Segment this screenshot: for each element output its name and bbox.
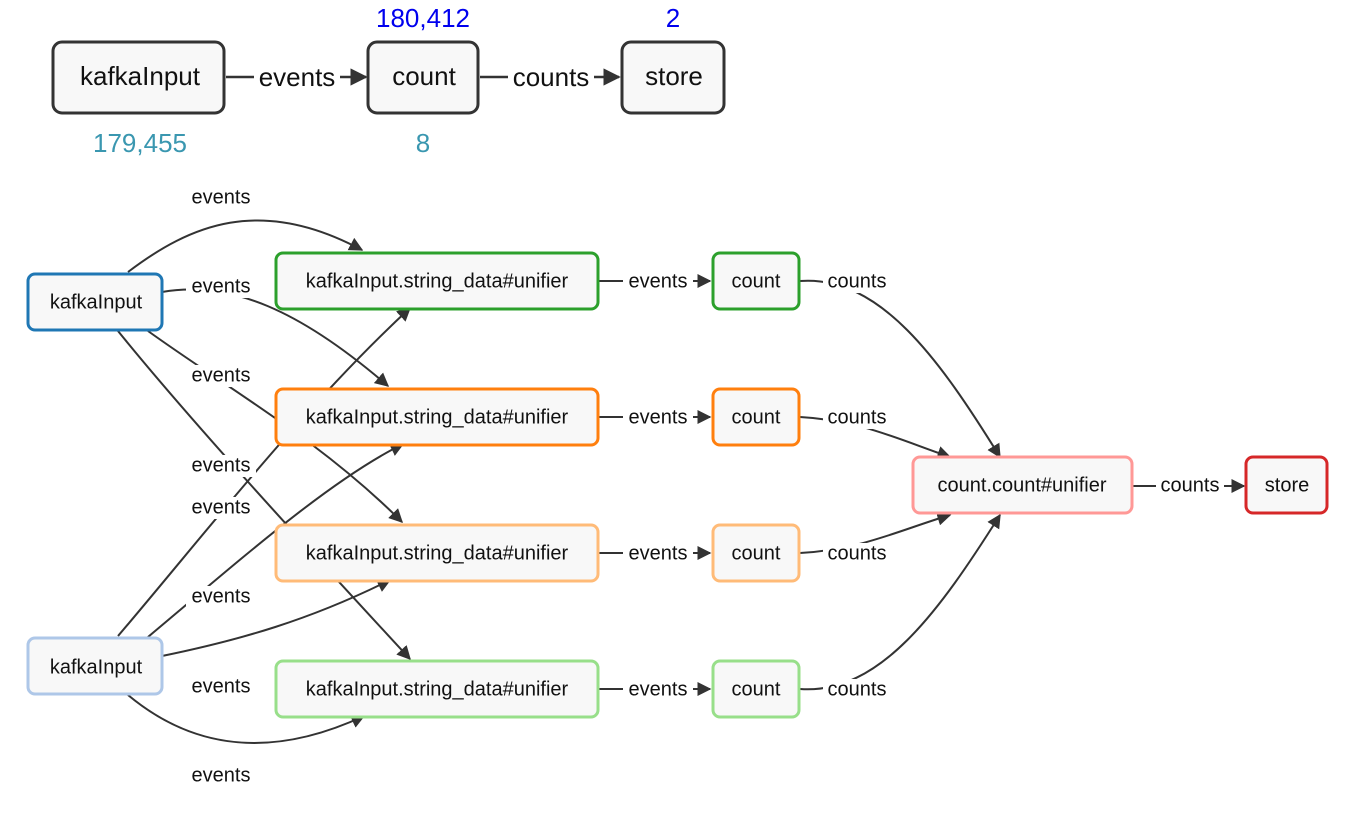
edge-c3-cu — [799, 511, 952, 554]
physical-plan: events events events events events event… — [26, 186, 1329, 787]
edge-label: counts — [828, 542, 887, 564]
merge-edge-labels: counts counts counts counts counts — [823, 270, 1224, 701]
logical-node-label: kafkaInput — [80, 61, 201, 91]
edge-label: events — [192, 454, 251, 476]
node-count-1[interactable]: count — [711, 251, 801, 311]
edge-label: events — [192, 496, 251, 518]
node-kafkainput-2[interactable]: kafkaInput — [26, 636, 164, 696]
node-label: store — [1265, 474, 1309, 496]
row-edges — [599, 274, 712, 696]
node-label: count — [732, 270, 781, 292]
counter-store-input: 2 — [666, 3, 680, 33]
edge-label: events — [629, 406, 688, 428]
edge-c4-cu — [799, 513, 1001, 691]
edge-label: events — [192, 675, 251, 697]
physical-nodes: kafkaInput kafkaInput kafkaInput.string_… — [26, 251, 1329, 719]
node-label: kafkaInput — [50, 291, 143, 313]
logical-node-label: store — [645, 61, 703, 91]
logical-node-kafkainput[interactable]: kafkaInput — [51, 40, 226, 115]
logical-node-count[interactable]: count — [366, 40, 480, 115]
node-kafkainput-1[interactable]: kafkaInput — [26, 272, 164, 332]
node-label: count.count#unifier — [937, 474, 1106, 496]
edge-label: events — [192, 364, 251, 386]
row-edge-labels: events events events events — [623, 270, 693, 701]
node-label: count — [732, 678, 781, 700]
edge-label: events — [192, 585, 251, 607]
node-unifier-1[interactable]: kafkaInput.string_data#unifier — [274, 251, 600, 311]
fanout-edge-labels: events events events events events event… — [186, 186, 256, 787]
node-store[interactable]: store — [1244, 455, 1329, 515]
edge-label: events — [192, 186, 251, 208]
edge-k1-u1 — [127, 219, 364, 273]
logical-node-store[interactable]: store — [620, 40, 726, 115]
edge-label: counts — [828, 678, 887, 700]
counter-count-input: 180,412 — [376, 3, 470, 33]
node-unifier-3[interactable]: kafkaInput.string_data#unifier — [274, 523, 600, 583]
edge-c1-cu — [799, 279, 1001, 459]
logical-node-label: count — [392, 61, 456, 91]
counter-count-output: 8 — [416, 128, 430, 158]
node-unifier-4[interactable]: kafkaInput.string_data#unifier — [274, 659, 600, 719]
counter-kafka-output: 179,455 — [93, 128, 187, 158]
node-count-3[interactable]: count — [711, 523, 801, 583]
logical-edge-label-counts: counts — [513, 62, 590, 92]
edge-k1-u4 — [117, 330, 411, 661]
edge-label: counts — [828, 270, 887, 292]
edge-k2-u4 — [127, 694, 366, 744]
edge-k2-u3 — [161, 579, 392, 657]
edge-label: events — [629, 270, 688, 292]
node-count-2[interactable]: count — [711, 387, 801, 447]
edge-label: events — [192, 764, 251, 786]
edge-label: counts — [828, 406, 887, 428]
node-unifier-2[interactable]: kafkaInput.string_data#unifier — [274, 387, 600, 447]
edge-label: events — [629, 542, 688, 564]
node-label: kafkaInput.string_data#unifier — [306, 678, 569, 700]
node-label: kafkaInput.string_data#unifier — [306, 542, 569, 564]
node-label: kafkaInput.string_data#unifier — [306, 270, 569, 292]
edge-c2-cu — [799, 416, 952, 460]
edge-label: events — [192, 275, 251, 297]
logical-edge-label-events: events — [259, 62, 336, 92]
edge-label: events — [629, 678, 688, 700]
node-count-4[interactable]: count — [711, 659, 801, 719]
edge-k2-u1 — [117, 307, 412, 637]
node-label: count — [732, 542, 781, 564]
node-label: count — [732, 406, 781, 428]
logical-plan: kafkaInput count store events counts 180… — [51, 3, 726, 158]
node-count-unifier[interactable]: count.count#unifier — [911, 455, 1134, 515]
node-label: kafkaInput — [50, 656, 143, 678]
node-label: kafkaInput.string_data#unifier — [306, 406, 569, 428]
edge-label: counts — [1161, 474, 1220, 496]
